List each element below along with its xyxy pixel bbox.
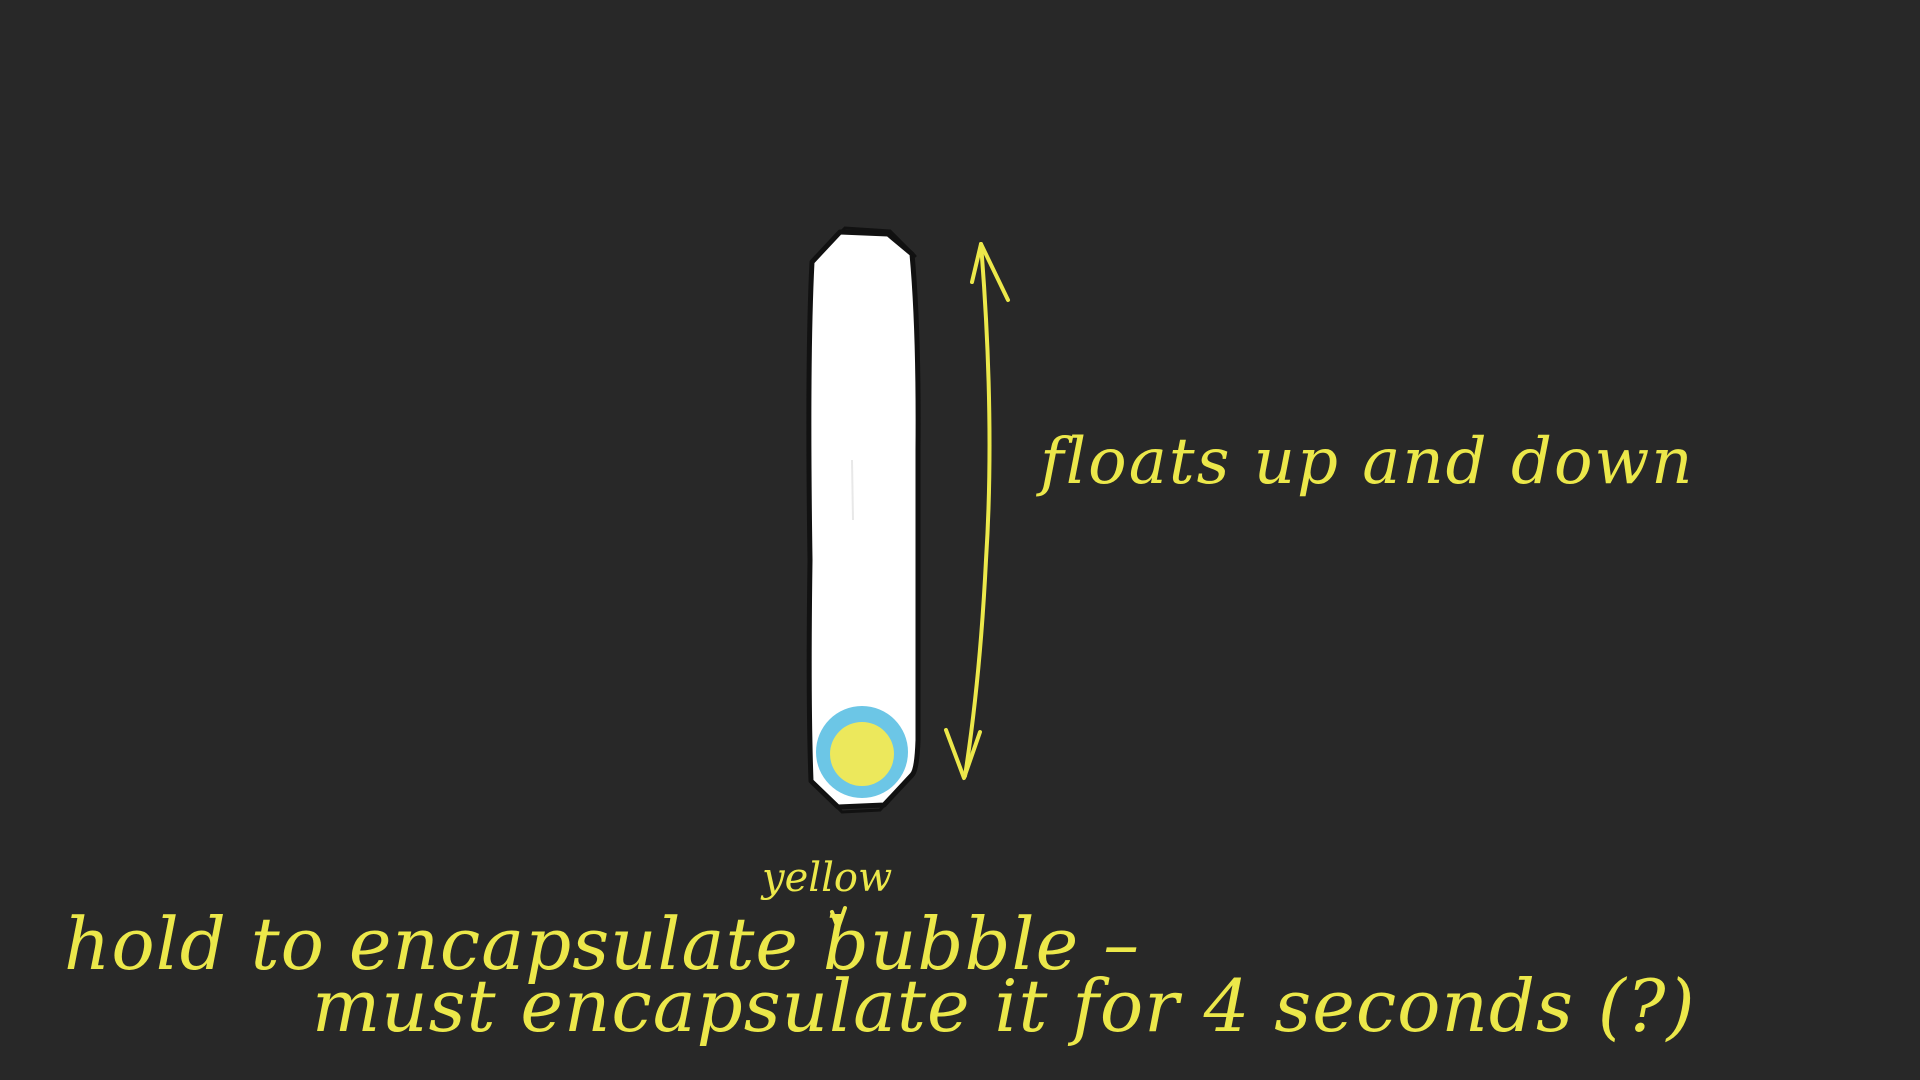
inserted-word-label: yellow (762, 855, 893, 901)
tube-highlight (851, 459, 854, 521)
caret-icon (830, 906, 847, 930)
tube (806, 226, 921, 814)
double-headed-arrow-icon (944, 242, 1010, 780)
instruction-line-1: hold to encapsulate bubble – (64, 902, 1141, 986)
instruction-line-2: must encapsulate it for 4 seconds (?) (312, 964, 1696, 1048)
bubble-core (830, 722, 894, 786)
tube-body (806, 229, 921, 810)
yellow-bubble (816, 706, 908, 798)
tube-outline-sketch (812, 226, 917, 814)
motion-label: floats up and down (1040, 425, 1695, 499)
